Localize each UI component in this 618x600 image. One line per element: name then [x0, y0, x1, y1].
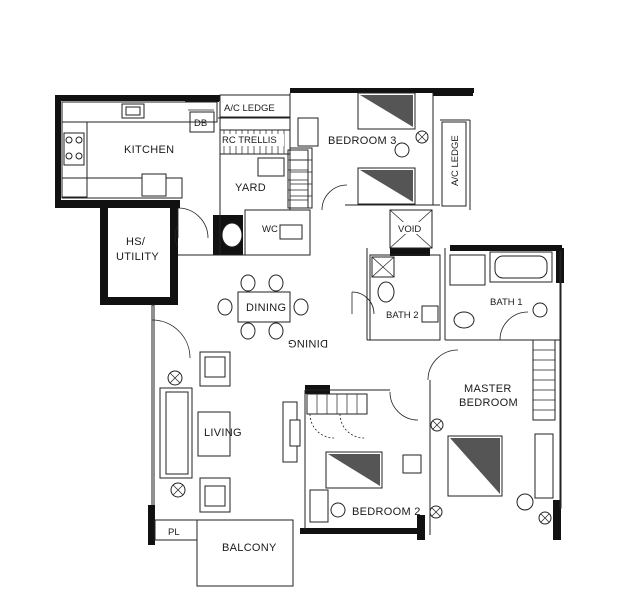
- bedroom3-bed-top-icon: [357, 92, 416, 130]
- bedroom-3: BEDROOM 3: [289, 92, 429, 211]
- wc-label: WC: [262, 224, 278, 235]
- living-coffee-table-icon: [197, 411, 231, 457]
- bedroom2-bed-icon: [325, 451, 383, 489]
- void-label: VOID: [398, 224, 421, 235]
- master-wardrobe-icon: [532, 339, 556, 421]
- hs-utility-label-1: HS/: [126, 236, 146, 248]
- bath1-basin-icon: [532, 302, 548, 318]
- db-cabinet: DB: [188, 109, 215, 133]
- kitchen-label: KITCHEN: [124, 144, 174, 156]
- master-lamp-top-icon: [430, 418, 444, 432]
- bedroom2-wardrobe-icon: [306, 393, 368, 415]
- hs-utility: HS/ UTILITY: [116, 224, 179, 263]
- bedroom3-lamp-icon: [415, 130, 429, 144]
- ac-ledge-right: A/C LEDGE: [441, 121, 467, 207]
- master-label-2: BEDROOM: [459, 397, 518, 409]
- bath1-shower-icon: [449, 254, 486, 286]
- void: VOID: [389, 209, 433, 249]
- dining: DINING DINING: [217, 274, 328, 349]
- db-label: DB: [194, 118, 207, 129]
- living-label: LIVING: [204, 427, 242, 439]
- pl: PL: [154, 519, 198, 541]
- bath2-basin-icon: [421, 305, 439, 323]
- bath1-label: BATH 1: [490, 297, 523, 308]
- master-desk-icon: [534, 433, 554, 499]
- living-lamp-top-icon: [167, 370, 183, 386]
- bedroom2-label: BEDROOM 2: [352, 506, 421, 518]
- bath2-label: BATH 2: [386, 310, 419, 321]
- bedroom3-label: BEDROOM 3: [328, 135, 397, 147]
- kitchen: KITCHEN: [61, 101, 218, 239]
- master-label-1: MASTER: [464, 383, 512, 395]
- dining-label: DINING: [246, 302, 286, 314]
- bedroom3-wardrobe-icon: [289, 147, 313, 209]
- bedroom3-chair-icon: [394, 142, 410, 158]
- bedroom2-lamp-icon: [429, 505, 443, 519]
- bath1-toilet-icon: [453, 311, 475, 329]
- yard-rack-icon: [288, 159, 308, 201]
- sink-icon: [121, 103, 145, 119]
- bedroom3-bed-bottom-icon: [357, 167, 416, 205]
- bedroom3-table-icon: [297, 117, 319, 147]
- bath-1: BATH 1: [449, 251, 553, 341]
- stove-icon: [63, 132, 85, 166]
- dining-chairs-icon: [217, 274, 309, 340]
- ac-ledge-right-label: A/C LEDGE: [450, 135, 461, 186]
- hs-utility-label-2: UTILITY: [116, 251, 159, 263]
- master-lamp-bottom-icon: [538, 511, 552, 525]
- master-bed-icon: [447, 435, 503, 497]
- dining-table-icon: [237, 291, 291, 323]
- bedroom-2: BEDROOM 2: [306, 391, 443, 523]
- wc-toilet-icon: [221, 222, 243, 248]
- master-chair-icon: [516, 493, 534, 511]
- pl-label: PL: [168, 527, 180, 538]
- bedroom2-desk-icon: [309, 489, 329, 523]
- bath2-shower-icon: [371, 256, 395, 278]
- balcony-label: BALCONY: [222, 542, 277, 554]
- bath-2: BATH 2: [351, 254, 441, 341]
- yard: YARD: [235, 149, 309, 209]
- bathtub-icon: [489, 251, 553, 283]
- balcony: BALCONY: [196, 519, 294, 587]
- yard-label: YARD: [235, 182, 266, 194]
- ac-ledge-top: A/C LEDGE: [219, 94, 291, 118]
- wc: WC: [221, 209, 311, 256]
- wc-basin-icon: [279, 224, 303, 240]
- bedroom2-side-table-icon: [402, 454, 422, 474]
- fridge-icon: [141, 173, 167, 197]
- rc-trellis: RC TRELLIS: [219, 129, 291, 155]
- ac-ledge-top-label: A/C LEDGE: [224, 103, 275, 114]
- yard-basin-icon: [257, 157, 285, 177]
- bedroom2-chair-icon: [330, 502, 346, 518]
- rc-trellis-label: RC TRELLIS: [222, 135, 277, 146]
- dining-mirror-label: DINING: [288, 337, 328, 349]
- bath2-toilet-icon: [377, 281, 395, 303]
- living-lamp-bottom-icon: [170, 482, 186, 498]
- living: LIVING: [151, 319, 301, 513]
- master-bedroom: MASTER BEDROOM: [427, 339, 556, 525]
